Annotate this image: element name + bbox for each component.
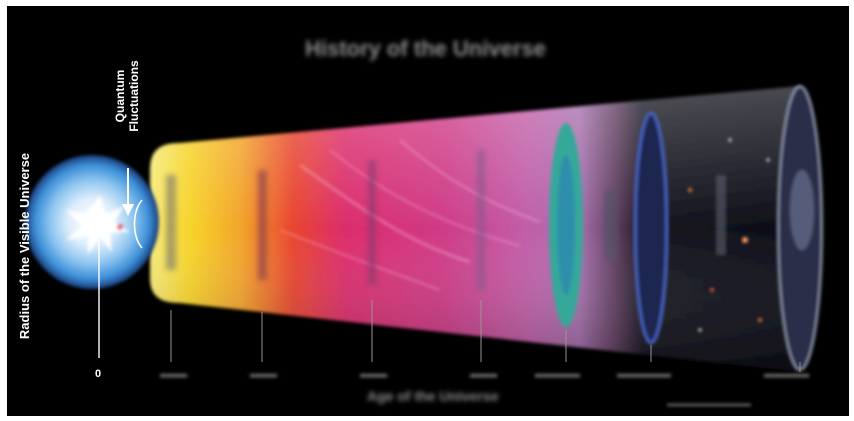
tick-blur: ▬▬▬ bbox=[470, 369, 497, 379]
diagram-title: History of the Universe bbox=[305, 36, 546, 61]
tick-blur: ▬▬▬▬▬ bbox=[535, 369, 580, 379]
first-stars-ellipse bbox=[633, 111, 669, 345]
present-universe-ellipse bbox=[777, 85, 823, 371]
quantum-label-line2: Fluctuations bbox=[127, 60, 141, 132]
tick-blur: ▬▬▬ bbox=[360, 369, 387, 379]
tick-blur: ▬▬▬▬▬▬ bbox=[617, 369, 671, 379]
galaxy-stars bbox=[688, 138, 770, 332]
vertical-axis-label-text: Radius of the Visible Universe bbox=[17, 152, 32, 340]
tick-blur: ▬▬▬▬▬ bbox=[764, 369, 809, 379]
tick-blur: ▬▬▬ bbox=[250, 369, 277, 379]
era-bands bbox=[166, 150, 485, 290]
axis-label: Age of the Universe bbox=[367, 388, 499, 404]
origin-label: 0 bbox=[95, 368, 102, 380]
timeline-ticks bbox=[170, 300, 801, 372]
quantum-fluctuations-label: Quantum Fluctuations bbox=[113, 56, 141, 136]
quantum-label-line1: Quantum bbox=[113, 69, 127, 123]
cmb-ellipse bbox=[549, 123, 583, 327]
credit-blur: ▬▬▬▬▬▬▬▬▬▬▬▬ bbox=[667, 401, 751, 408]
tick-blur: ▬▬▬ bbox=[160, 369, 187, 379]
dark-ages-band bbox=[604, 190, 618, 260]
expansion-cone bbox=[150, 86, 800, 372]
sphere-cone-divider bbox=[133, 199, 143, 249]
arrow-down-icon bbox=[122, 168, 134, 216]
starburst-icon bbox=[66, 195, 130, 254]
plasma-streaks bbox=[279, 139, 541, 291]
